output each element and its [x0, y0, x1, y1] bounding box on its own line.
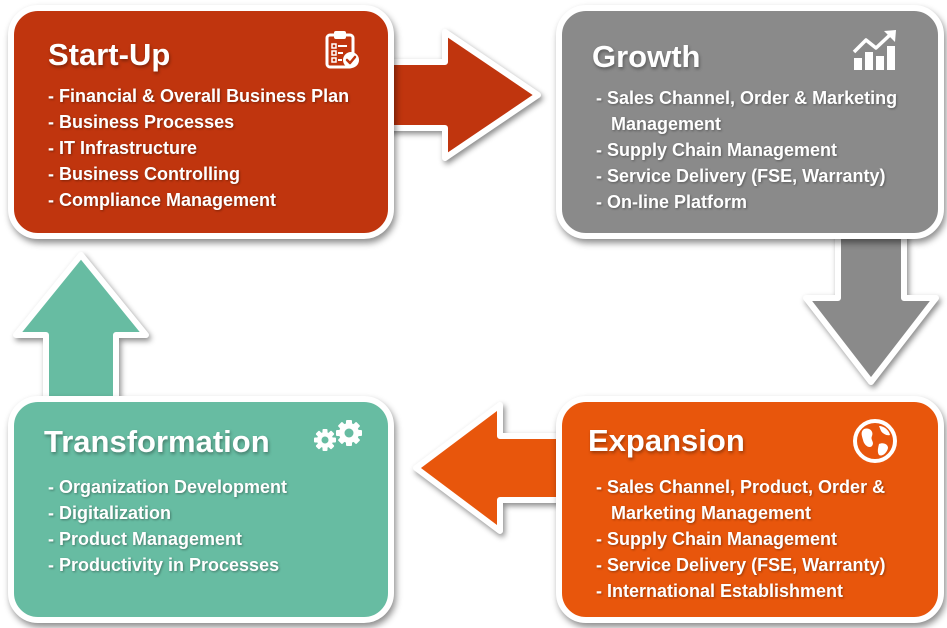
stage-title: Start-Up [48, 37, 171, 72]
stage-item-list: Sales Channel, Product, Order & Marketin… [596, 474, 938, 604]
clipboard-checklist-icon [324, 30, 362, 70]
gears-icon [312, 420, 364, 454]
list-item: Financial & Overall Business Plan [48, 83, 349, 109]
stage-title: Expansion [588, 423, 745, 458]
stage-expansion: Expansion Sales Channel, Product, Order … [556, 396, 944, 623]
list-item: Digitalization [48, 500, 287, 526]
list-item: Organization Development [48, 474, 287, 500]
list-item: Service Delivery (FSE, Warranty) [596, 552, 938, 578]
list-item: Compliance Management [48, 187, 349, 213]
arrow-startup-to-growth [382, 29, 541, 161]
list-item: Service Delivery (FSE, Warranty) [596, 163, 938, 189]
globe-icon [852, 418, 898, 464]
stage-item-list: Financial & Overall Business Plan Busine… [48, 83, 349, 213]
list-item: Product Management [48, 526, 287, 552]
stage-startup: Start-Up Financial & Overall Business Pl… [8, 5, 394, 239]
arrow-transformation-to-startup [13, 252, 149, 408]
list-item: Sales Channel, Order & Marketing Managem… [596, 85, 938, 137]
arrow-growth-to-expansion [803, 227, 939, 385]
arrow-expansion-to-transformation [413, 402, 565, 534]
list-item: Productivity in Processes [48, 552, 287, 578]
list-item: IT Infrastructure [48, 135, 349, 161]
list-item: Supply Chain Management [596, 526, 938, 552]
stage-title: Transformation [44, 424, 270, 459]
list-item: On-line Platform [596, 189, 938, 215]
stage-transformation: Transformation [8, 396, 394, 623]
list-item: International Establishment [596, 578, 938, 604]
stage-growth: Growth Sales Channel, Order & Marketing … [556, 5, 944, 239]
growth-chart-icon [852, 28, 900, 72]
list-item: Business Processes [48, 109, 349, 135]
list-item: Sales Channel, Product, Order & Marketin… [596, 474, 938, 526]
stage-title: Growth [592, 39, 701, 74]
stage-item-list: Organization Development Digitalization … [48, 474, 287, 578]
list-item: Supply Chain Management [596, 137, 938, 163]
list-item: Business Controlling [48, 161, 349, 187]
stage-item-list: Sales Channel, Order & Marketing Managem… [596, 85, 938, 215]
